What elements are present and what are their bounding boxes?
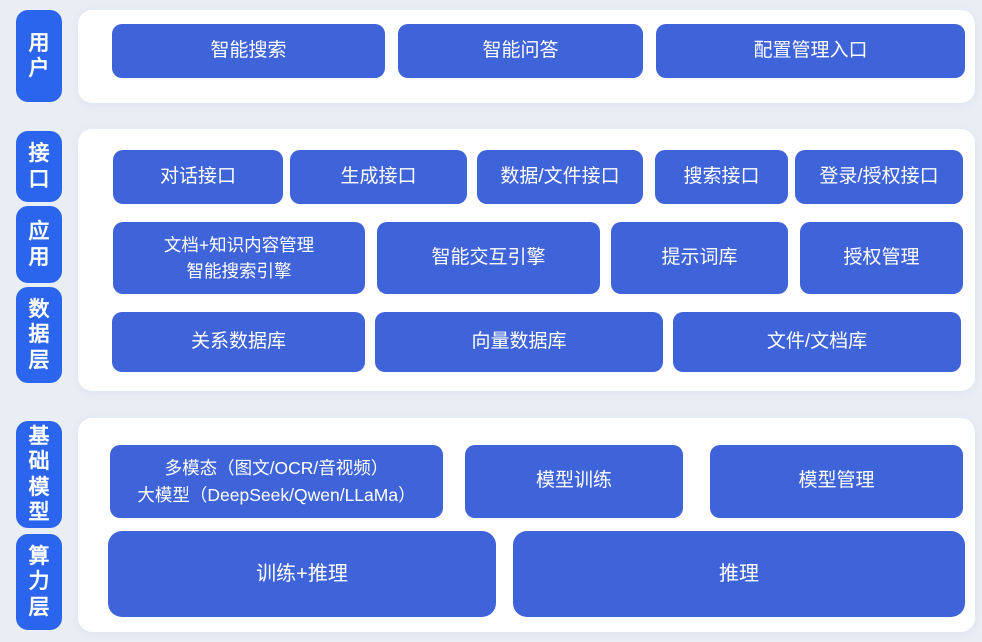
block-training-inference: 训练+推理	[108, 531, 496, 617]
block-generation-api: 生成接口	[290, 150, 467, 204]
pill-foundation-model: 基础模型	[16, 421, 62, 528]
block-model-training: 模型训练	[465, 445, 683, 518]
pill-data-layer: 数据层	[16, 287, 62, 383]
block-auth-management: 授权管理	[800, 222, 963, 294]
block-login-auth-api: 登录/授权接口	[795, 150, 963, 204]
block-config-entry: 配置管理入口	[656, 24, 965, 78]
block-prompt-library: 提示词库	[611, 222, 788, 294]
pill-application-label: 应用	[28, 220, 50, 269]
panel-user-layer: 智能搜索 智能问答 配置管理入口	[78, 10, 975, 103]
block-dialog-api: 对话接口	[113, 150, 283, 204]
block-model-management: 模型管理	[710, 445, 963, 518]
pill-compute-layer-label: 算力层	[28, 545, 50, 619]
block-vector-db: 向量数据库	[375, 312, 663, 372]
pill-interface-label: 接口	[28, 142, 50, 191]
panel-middle-layer: 对话接口 生成接口 数据/文件接口 搜索接口 登录/授权接口 文档+知识内容管理…	[78, 129, 975, 391]
block-file-doc-store: 文件/文档库	[673, 312, 961, 372]
block-search-api: 搜索接口	[655, 150, 788, 204]
pill-user: 用户	[16, 10, 62, 102]
pill-user-label: 用户	[28, 31, 50, 80]
block-relational-db: 关系数据库	[112, 312, 365, 372]
block-multimodal-llm: 多模态（图文/OCR/音视频） 大模型（DeepSeek/Qwen/LLaMa）	[110, 445, 443, 518]
pill-compute-layer: 算力层	[16, 534, 62, 630]
block-interaction-engine: 智能交互引擎	[377, 222, 600, 294]
block-doc-knowledge-search-engine: 文档+知识内容管理 智能搜索引擎	[113, 222, 365, 294]
pill-foundation-model-label: 基础模型	[28, 425, 50, 524]
block-inference: 推理	[513, 531, 965, 617]
pill-interface: 接口	[16, 131, 62, 202]
block-intelligent-search: 智能搜索	[112, 24, 385, 78]
panel-bottom-layer: 多模态（图文/OCR/音视频） 大模型（DeepSeek/Qwen/LLaMa）…	[78, 418, 975, 632]
pill-application: 应用	[16, 206, 62, 283]
pill-data-layer-label: 数据层	[28, 298, 50, 372]
block-intelligent-qa: 智能问答	[398, 24, 643, 78]
block-data-file-api: 数据/文件接口	[477, 150, 643, 204]
